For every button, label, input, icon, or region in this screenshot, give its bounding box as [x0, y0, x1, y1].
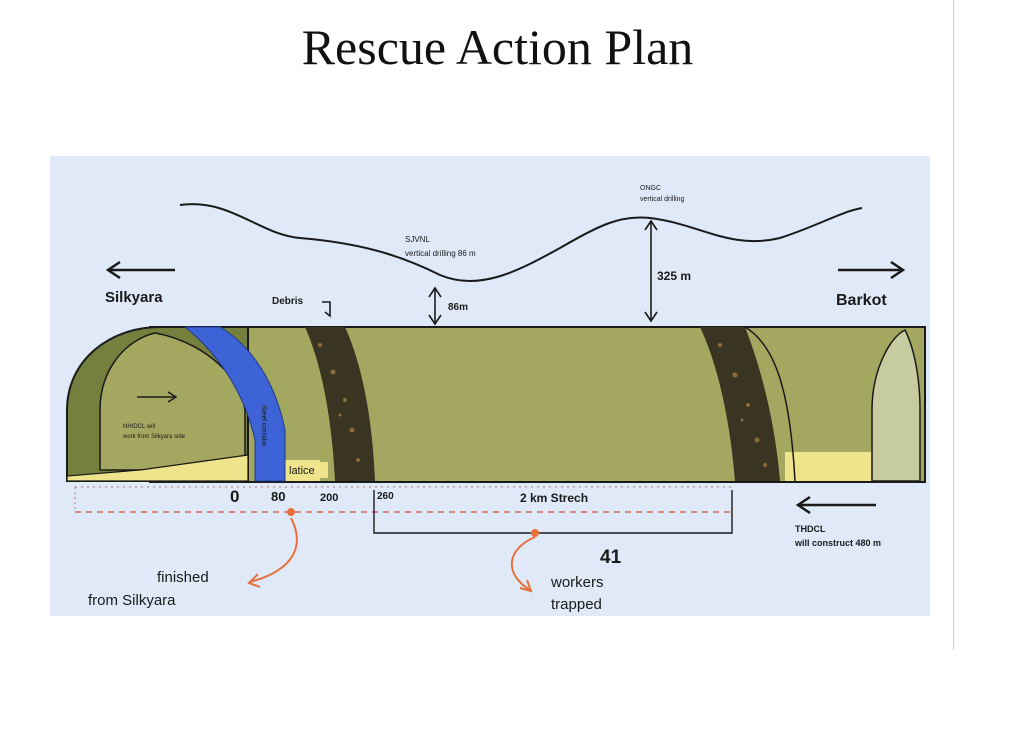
debris-speckles: [318, 343, 767, 467]
depth-325-arrowhead-top: [644, 219, 658, 231]
finished-callout-arrow: [249, 517, 298, 583]
barkot-arrow-icon: [890, 260, 906, 280]
depth-86-arrowhead-bottom: [428, 314, 442, 326]
debris-label: Debris: [272, 296, 304, 307]
thdcl-arrow-icon: [795, 495, 811, 515]
depth-86-label: 86m: [448, 302, 468, 313]
workers-label-2: trapped: [551, 596, 602, 613]
mountain-profile: [179, 203, 863, 283]
finished-label-1: finished: [157, 569, 209, 586]
workers-count: 41: [600, 547, 622, 568]
sjvnl-label-1: SJVNL: [405, 235, 430, 244]
blue-corridor-band: [183, 326, 286, 482]
thdcl-label-1: THDCL: [795, 524, 826, 534]
debris-band-left: [305, 327, 375, 481]
debris-bracket: [322, 301, 331, 318]
workers-callout-arrowhead: [519, 579, 533, 593]
workers-callout-arrow: [510, 536, 536, 591]
nhidcl-label-2: work from Silkyara side: [122, 434, 186, 440]
finished-callout-arrowhead: [247, 573, 261, 588]
blue-band-label: Steel corridor: [260, 405, 267, 447]
depth-86-arrowhead-top: [428, 286, 442, 298]
stretch-label: 2 km Strech: [520, 491, 588, 505]
workers-marker: [531, 529, 539, 537]
page-title: Rescue Action Plan: [301, 19, 694, 75]
thdcl-label-2: will construct 480 m: [794, 538, 881, 548]
page-edge-divider: [953, 0, 954, 650]
distance-mark-0: 0: [230, 487, 239, 506]
barkot-portal: [871, 329, 921, 482]
depth-325-arrowhead-bottom: [644, 311, 658, 323]
silkyara-arrow-icon: [105, 260, 121, 280]
distance-mark-260: 260: [377, 491, 394, 502]
distance-mark-80: 80: [271, 489, 285, 504]
nhidcl-arrow-icon: [167, 391, 178, 403]
ongc-label-2: vertical drilling: [640, 196, 684, 203]
latice-label: latice: [289, 465, 315, 477]
sjvnl-label-2: vertical drilling 86 m: [405, 249, 476, 258]
latice-box: [286, 462, 328, 478]
silkyara-floor: [66, 454, 249, 482]
depth-325-label: 325 m: [657, 269, 691, 283]
silkyara-label: Silkyara: [105, 289, 163, 306]
position-80-marker: [287, 508, 295, 516]
finished-label-2: from Silkyara: [88, 592, 176, 609]
distance-mark-200: 200: [320, 492, 338, 504]
nhidcl-label-1: NHIDCL will: [123, 424, 155, 430]
debris-band-right: [700, 327, 780, 481]
barkot-label: Barkot: [836, 292, 887, 309]
ongc-label-1: ONGC: [640, 185, 661, 192]
barkot-portal-arch: [744, 326, 796, 482]
stretch-bracket: [373, 490, 733, 534]
workers-label-1: workers: [550, 574, 604, 591]
